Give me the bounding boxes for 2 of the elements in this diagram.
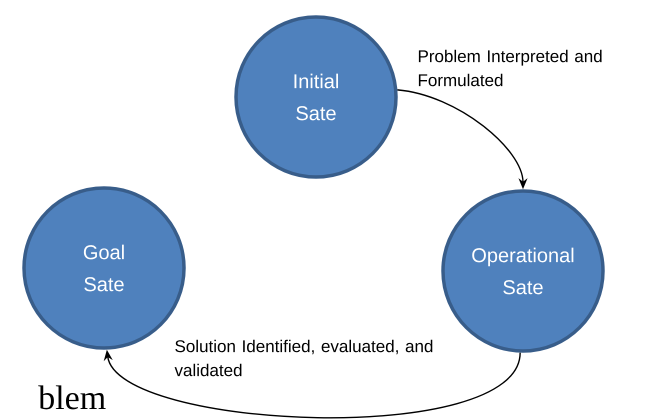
edge-label: Problem Interpreted and Formulated xyxy=(418,50,602,86)
partial-text: blem xyxy=(38,385,106,410)
